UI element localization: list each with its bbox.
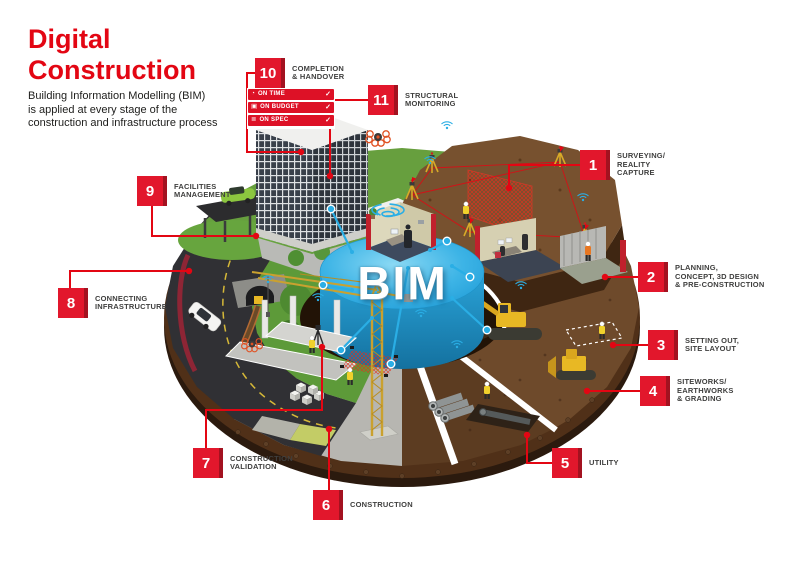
- stage-10-completion: 10 COMPLETION & HANDOVER: [255, 58, 344, 88]
- stage-8-infrastructure: 8 CONNECTING INFRASTRUCTURE: [58, 288, 167, 318]
- scanner-tripod: [312, 325, 324, 345]
- check-icon: ✓: [325, 103, 331, 111]
- stage-label: COMPLETION & HANDOVER: [292, 63, 345, 81]
- bim-connectors: [241, 121, 590, 369]
- stage-label: CONNECTING INFRASTRUCTURE: [95, 293, 167, 311]
- stage-label: SETTING OUT, SITE LAYOUT: [685, 335, 740, 353]
- stage-11-monitoring: 11 STRUCTURAL MONITORING: [368, 85, 458, 115]
- green-car: [220, 186, 256, 206]
- status-row-on-time: ◔ ON TIME ✓: [248, 89, 334, 100]
- stage-pointer-dots: [185, 148, 617, 439]
- stage-6-construction: 6 CONSTRUCTION: [313, 490, 413, 520]
- planning-segment: [475, 218, 628, 284]
- bim-hub-label: BIM: [357, 257, 448, 309]
- stage-label: CONSTRUCTION: [350, 499, 413, 509]
- stage-number-badge: 5: [552, 448, 582, 478]
- stage-label: UTILITY: [589, 457, 619, 467]
- survey-drone-icon: [365, 130, 391, 147]
- stage-number-badge: 7: [193, 448, 223, 478]
- page-subtitle: Building Information Modelling (BIM) is …: [28, 90, 218, 129]
- status-row-on-budget: ▣ ON BUDGET ✓: [248, 102, 334, 113]
- laser-validation-grid: [342, 350, 398, 376]
- construction-segment: [224, 295, 398, 446]
- stage-7-validation: 7 CONSTRUCTION VALIDATION: [193, 448, 293, 478]
- stage-9-facilities: 9 FACILITIES MANAGEMENT: [137, 176, 231, 206]
- skyscraper: [256, 110, 368, 252]
- stage-3-setting-out: 3 SETTING OUT, SITE LAYOUT: [648, 330, 739, 360]
- utility-pipes: [428, 381, 540, 432]
- stage-number-badge: 8: [58, 288, 88, 318]
- stage-5-utility: 5 UTILITY: [552, 448, 619, 478]
- white-car: [188, 301, 222, 332]
- stage-pointer-lines: [69, 72, 648, 490]
- dozer-icon: [548, 321, 623, 380]
- status-label: ON BUDGET: [260, 104, 299, 111]
- scan-spiral-icon: [371, 203, 405, 218]
- status-label: ON TIME: [257, 91, 286, 98]
- stage-number-badge: 9: [137, 176, 167, 206]
- stage-number-badge: 2: [638, 262, 668, 292]
- survey-flags: [412, 146, 589, 230]
- stage-label: SURVEYING/ REALITY CAPTURE: [617, 151, 666, 178]
- stage-1-surveying: 1 SURVEYING/ REALITY CAPTURE: [580, 150, 665, 180]
- clock-icon: ◔: [251, 90, 255, 97]
- stage-4-siteworks: 4 SITEWORKS/ EARTHWORKS & GRADING: [640, 376, 734, 406]
- stage-label: SITEWORKS/ EARTHWORKS & GRADING: [677, 377, 734, 404]
- stage-2-planning: 2 PLANNING, CONCEPT, 3D DESIGN & PRE-CON…: [638, 262, 764, 292]
- check-icon: ✓: [325, 90, 331, 98]
- budget-icon: ▣: [251, 103, 258, 110]
- page-title: Digital Construction: [28, 24, 196, 85]
- spec-icon: ≣: [251, 116, 257, 123]
- stage-label: STRUCTURAL MONITORING: [405, 90, 459, 108]
- stage-number-badge: 11: [368, 85, 398, 115]
- stage-label: PLANNING, CONCEPT, 3D DESIGN & PRE-CONST…: [675, 263, 765, 290]
- status-panel: ◔ ON TIME ✓ ▣ ON BUDGET ✓ ≣ ON SPEC ✓: [247, 88, 335, 129]
- status-row-on-spec: ≣ ON SPEC ✓: [248, 115, 334, 126]
- stage-label: CONSTRUCTION VALIDATION: [230, 453, 293, 471]
- stage-label: FACILITIES MANAGEMENT: [174, 181, 231, 199]
- stage-number-badge: 4: [640, 376, 670, 406]
- stage-number-badge: 3: [648, 330, 678, 360]
- stage-number-badge: 6: [313, 490, 343, 520]
- stage-number-badge: 10: [255, 58, 285, 88]
- check-icon: ✓: [325, 116, 331, 124]
- vr-person: [585, 241, 591, 261]
- stage-number-badge: 1: [580, 150, 610, 180]
- wifi-icon: [440, 121, 454, 130]
- status-label: ON SPEC: [259, 117, 289, 124]
